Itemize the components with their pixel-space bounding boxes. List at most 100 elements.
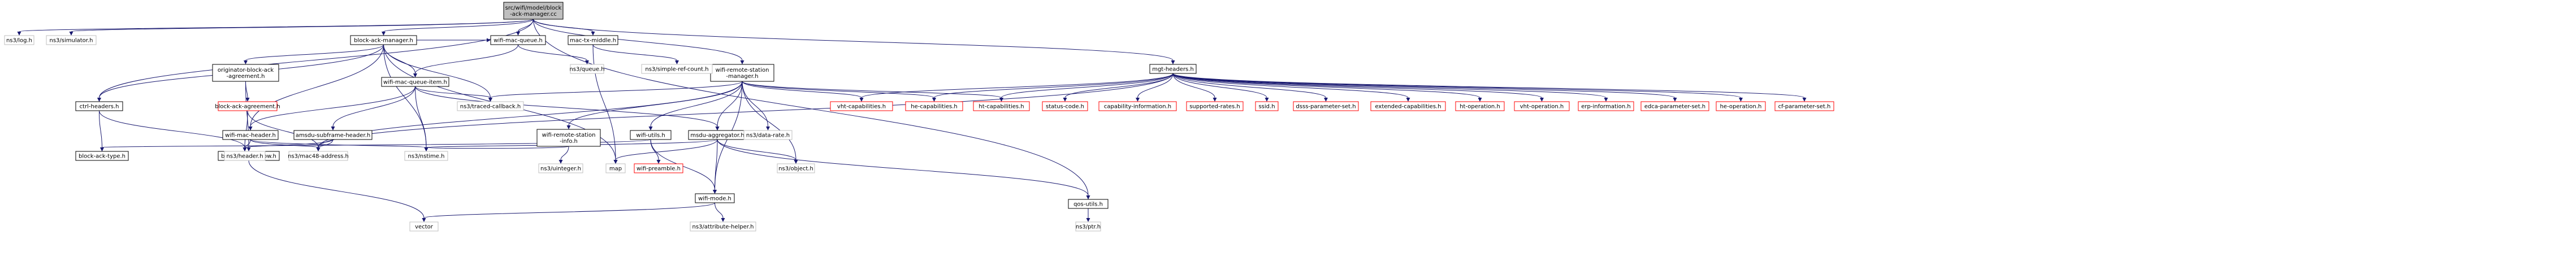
node-box-wmq [490, 35, 546, 45]
node-label-erp-line-0: erp-information.h [1581, 104, 1630, 110]
arrowhead-mgt-to-vhtcap [859, 98, 864, 102]
edge-msdu-to-object [717, 139, 796, 160]
node-wmqi[interactable]: wifi-mac-queue-item.h [381, 77, 449, 87]
node-wutils[interactable]: wifi-utils.h [630, 130, 672, 140]
node-capinfo[interactable]: capability-information.h [1098, 101, 1177, 111]
node-queue: ns3/queue.h [569, 64, 605, 74]
node-htop[interactable]: ht-operation.h [1455, 101, 1505, 111]
node-erp[interactable]: erp-information.h [1578, 101, 1634, 111]
edge-bam-to-traced [383, 44, 491, 98]
arrowhead-mgt-to-extcap [1406, 98, 1410, 102]
node-attrhelper: ns3/attribute-helper.h [690, 221, 756, 232]
edge-wmqi-to-nstime [415, 86, 427, 148]
node-label-wmode-line-0: wifi-mode.h [698, 196, 731, 202]
arrowhead-wutils-to-bat [100, 147, 104, 151]
arrowhead-root-to-bam [382, 32, 386, 36]
node-wpre[interactable]: wifi-preamble.h [634, 163, 683, 173]
edge-root-to-ctrl [99, 19, 534, 98]
node-box-capinfo [1098, 101, 1177, 111]
node-label-mgt-line-0: mgt-headers.h [1152, 67, 1194, 73]
node-htcap[interactable]: ht-capabilities.h [973, 101, 1030, 111]
node-box-mac48 [288, 151, 348, 161]
node-box-wmqi [381, 77, 449, 87]
node-ptr: ns3/ptr.h [1075, 221, 1101, 232]
edge-mtm-to-simpleref [592, 44, 677, 61]
edge-wutils-to-bat [102, 139, 651, 148]
node-label-vhtcap-line-0: vht-capabilities.h [837, 104, 886, 110]
arrowhead-wmq-to-queue [585, 60, 589, 64]
node-edca[interactable]: edca-parameter-set.h [1640, 101, 1709, 111]
node-label-capinfo-line-0: capability-information.h [1104, 104, 1171, 110]
node-cfp[interactable]: cf-parameter-set.h [1774, 101, 1834, 111]
node-baa[interactable]: block-ack-agreement.h [215, 101, 280, 111]
arrowhead-wrsi-to-uinteger [559, 160, 563, 164]
edge-mgt-to-htcap [1001, 73, 1174, 98]
arrowhead-oba-to-baa [245, 98, 250, 102]
node-wmq[interactable]: wifi-mac-queue.h [490, 35, 546, 45]
arrowhead-mgt-to-suprates [1213, 98, 1217, 102]
node-label-nstime-line-0: ns3/nstime.h [408, 154, 445, 160]
node-vhtcap[interactable]: vht-capabilities.h [830, 101, 893, 111]
node-qos[interactable]: qos-utils.h [1068, 199, 1109, 209]
node-label-wutils-line-0: wifi-utils.h [636, 133, 665, 139]
node-msdu[interactable]: msdu-aggregator.h [688, 130, 747, 140]
node-wmh[interactable]: wifi-mac-header.h [222, 130, 279, 140]
edge-wmqi-to-wmh [250, 86, 415, 127]
arrowhead-bam-to-wmq [487, 38, 491, 42]
node-label-simpleref-line-0: ns3/simple-ref-count.h [645, 67, 708, 73]
node-ctrl[interactable]: ctrl-headers.h [75, 101, 123, 111]
node-oba[interactable]: originator-block-ack-agreement.h [212, 64, 279, 82]
node-box-ptr [1075, 221, 1101, 232]
arrowhead-mgt-to-vhtop [1540, 98, 1544, 102]
edge-mgt-to-ssid [1172, 73, 1267, 98]
edge-msdu-to-qos [717, 139, 1089, 196]
arrowhead-mgt-to-htcap [999, 98, 1003, 102]
arrowhead-msdu-to-object [794, 160, 798, 164]
node-suprates[interactable]: supported-rates.h [1186, 101, 1244, 111]
node-box-wrsm [710, 64, 774, 82]
arrowhead-wrsm-to-wrsi [566, 125, 571, 129]
edge-mgt-to-status [1064, 73, 1174, 98]
node-box-heop [1716, 101, 1766, 111]
arrowhead-wmode-to-attrhelper [721, 218, 725, 222]
node-mgt[interactable]: mgt-headers.h [1149, 64, 1197, 74]
node-label-edca-line-0: edca-parameter-set.h [1644, 104, 1705, 110]
node-simpleref: ns3/simple-ref-count.h [641, 64, 713, 74]
edge-msdu-to-wmode [715, 139, 718, 190]
arrowhead-wmqi-to-wmh [248, 127, 253, 130]
edge-baw-to-vector [248, 160, 425, 219]
node-mtm[interactable]: mac-tx-middle.h [568, 35, 618, 45]
node-bat[interactable]: block-ack-type.h [75, 151, 129, 161]
node-label-oba-line-1: -agreement.h [227, 73, 265, 80]
node-label-queue-line-0: ns3/queue.h [569, 67, 604, 73]
node-label-wmq-line-0: wifi-mac-queue.h [493, 38, 543, 44]
edge-ctrl-to-bat [99, 110, 102, 148]
arrowhead-mgt-to-htop [1478, 98, 1482, 102]
node-dsss[interactable]: dsss-parameter-set.h [1293, 101, 1359, 111]
node-wmode[interactable]: wifi-mode.h [695, 193, 735, 203]
node-root[interactable]: src/wifi/model/block-ack-manager.cc [503, 2, 564, 20]
edge-wrsm-to-datarate [742, 81, 768, 127]
node-mac48: ns3/mac48-address.h [288, 151, 349, 161]
node-hecap[interactable]: he-capabilities.h [905, 101, 963, 111]
node-bam[interactable]: block-ack-manager.h [350, 35, 417, 45]
node-ssid[interactable]: ssid.h [1255, 101, 1279, 111]
node-label-root-line-1: -ack-manager.cc [510, 11, 557, 18]
arrowhead-qos-to-ptr [1086, 218, 1090, 222]
edge-ctrl-to-hdr [99, 110, 245, 148]
node-wrsm[interactable]: wifi-remote-station-manager.h [710, 64, 774, 82]
node-box-qos [1068, 199, 1109, 209]
node-vhtop[interactable]: vht-operation.h [1514, 101, 1570, 111]
node-label-amsdu-line-0: amsdu-subframe-header.h [296, 133, 370, 139]
edge-wrsm-to-hecap [742, 81, 934, 98]
node-heop[interactable]: he-operation.h [1716, 101, 1766, 111]
node-status[interactable]: status-code.h [1042, 101, 1088, 111]
arrowhead-root-to-mgt [1171, 60, 1175, 64]
node-box-object [777, 163, 815, 173]
node-wrsi[interactable]: wifi-remote-station-info.h [536, 129, 601, 147]
node-extcap[interactable]: extended-capabilities.h [1370, 101, 1446, 111]
node-box-htop [1455, 101, 1505, 111]
arrowhead-wrsm-to-traced [488, 98, 492, 102]
node-amsdu[interactable]: amsdu-subframe-header.h [293, 130, 373, 140]
edge-wmode-to-attrhelper [715, 202, 724, 219]
